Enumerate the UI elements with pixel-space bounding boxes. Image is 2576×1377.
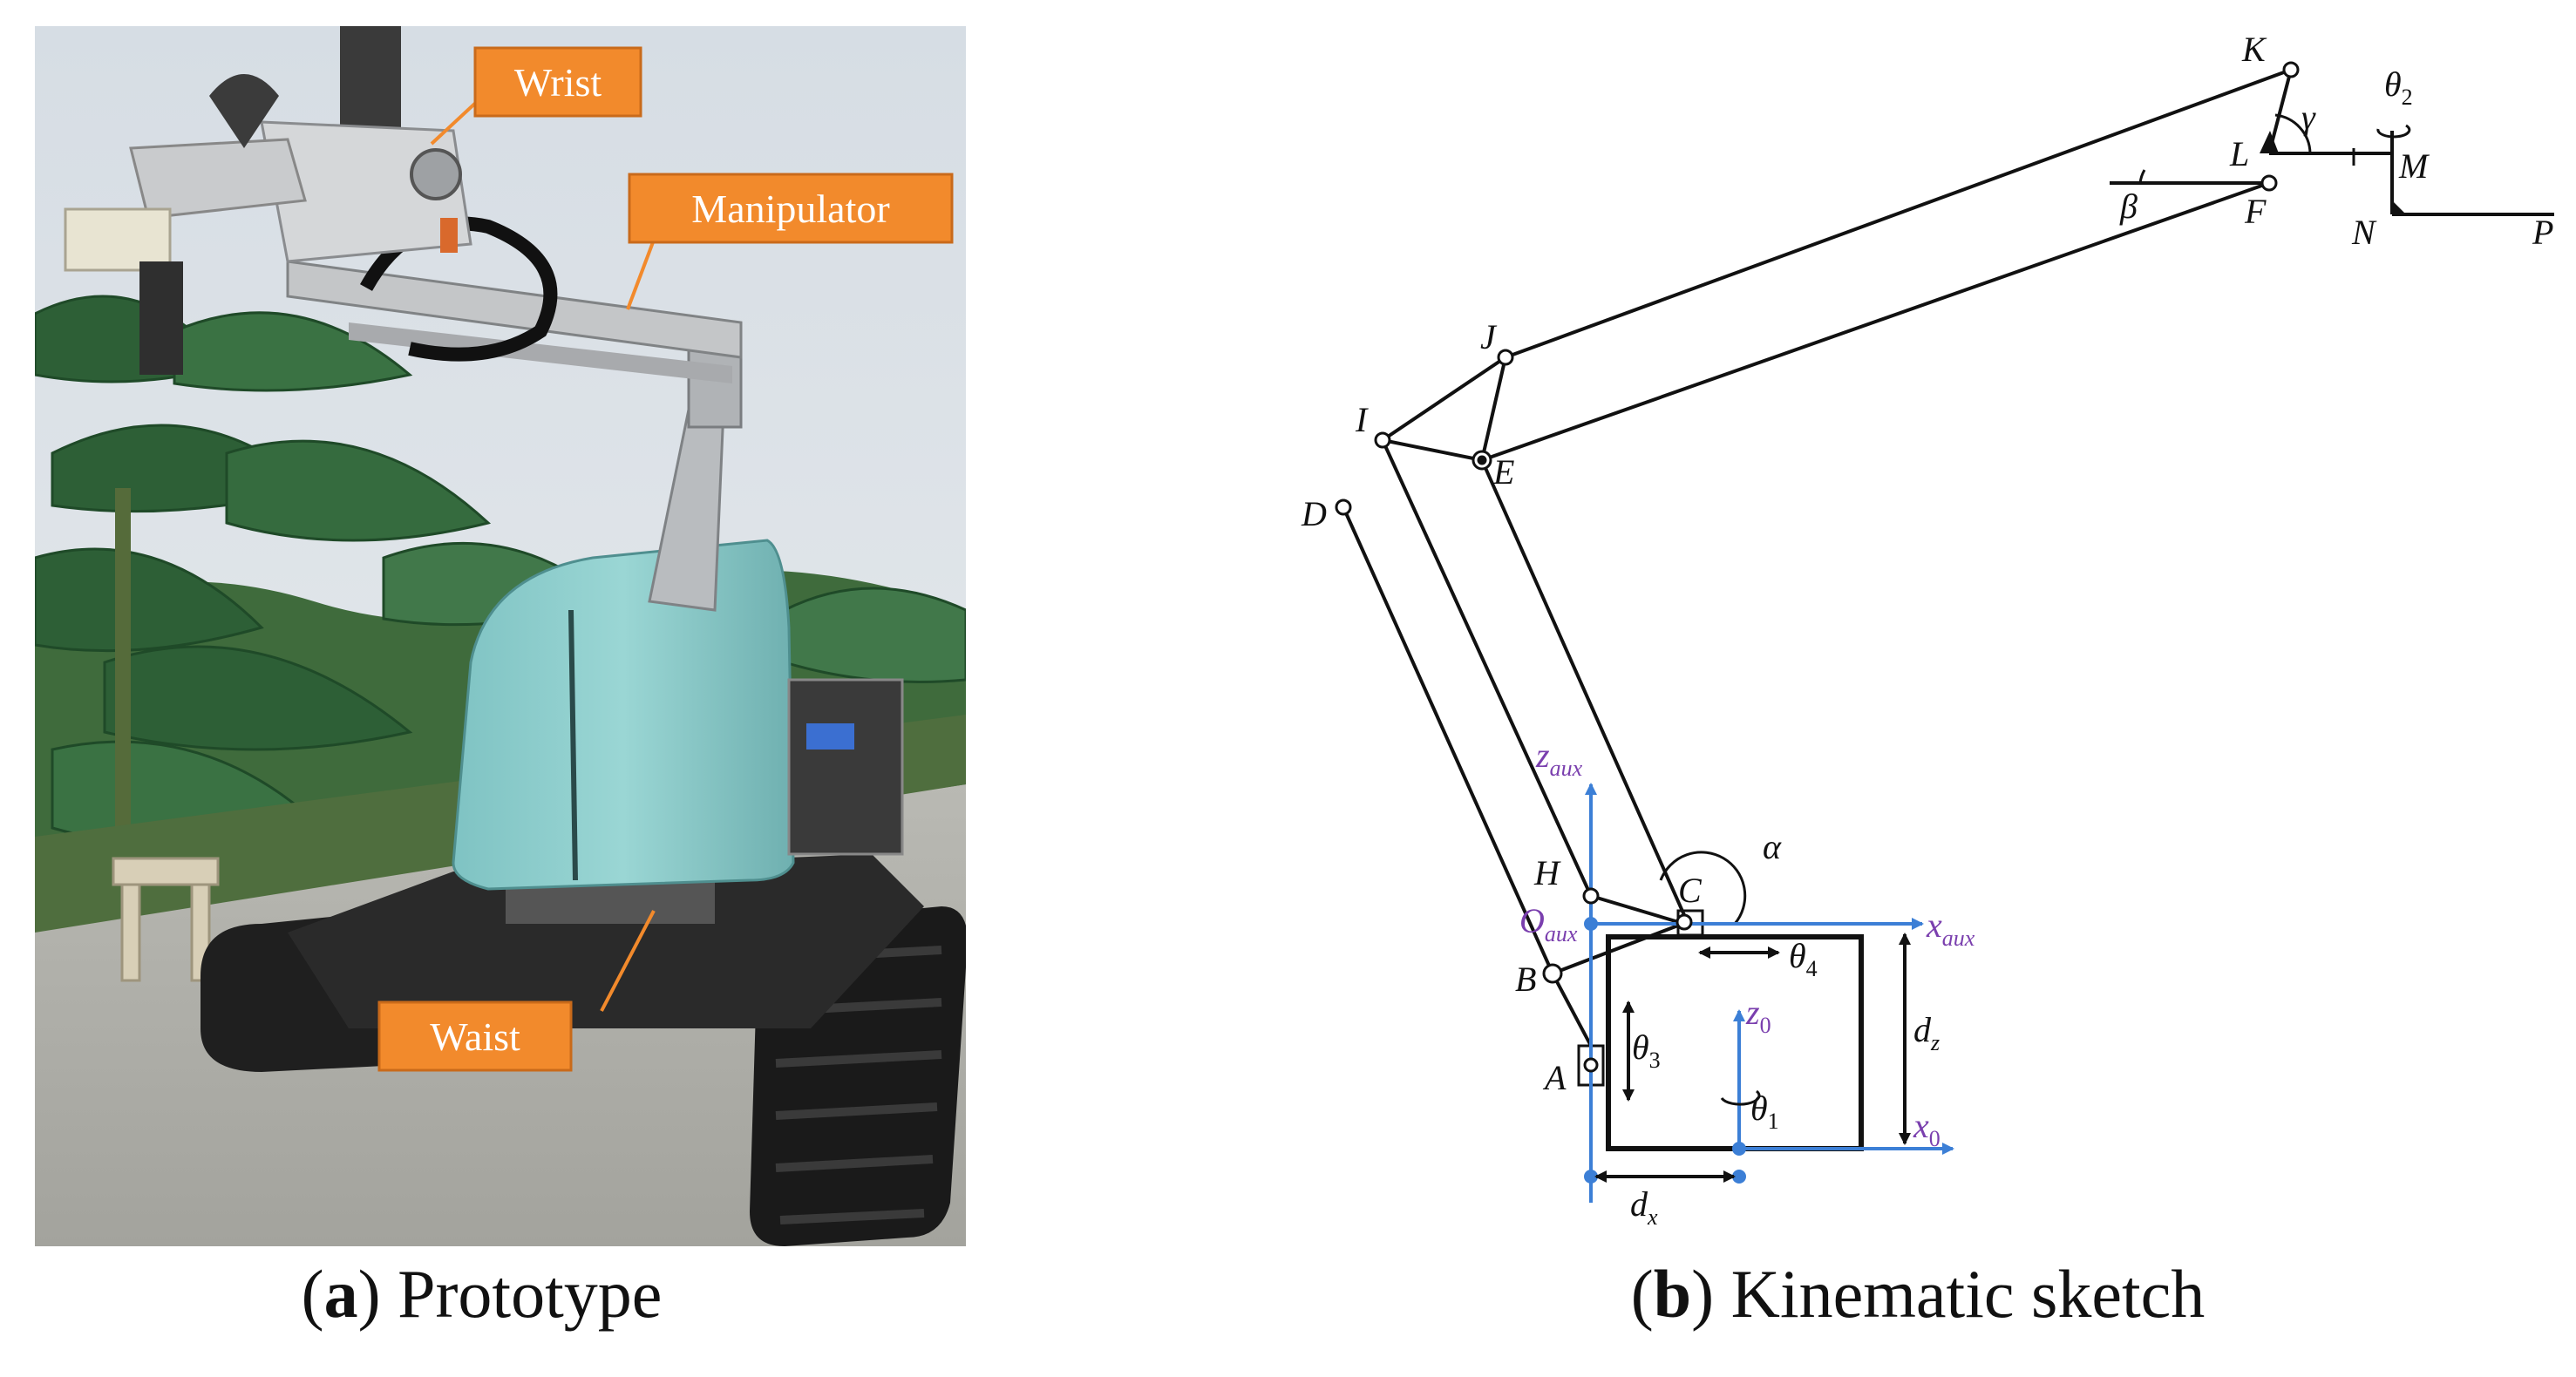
point-l: L [2229, 134, 2249, 173]
origin-0 [1732, 1142, 1746, 1156]
dz-label: dz [1913, 1010, 1940, 1055]
x-aux-label: xaux [1926, 906, 1975, 951]
theta3-label: θ3 [1632, 1028, 1661, 1073]
point-h: H [1533, 853, 1561, 892]
point-j: J [1480, 317, 1498, 356]
label-waist: Waist [377, 1001, 573, 1072]
label-wrist-text: Wrist [514, 60, 602, 105]
point-d: D [1301, 494, 1327, 533]
joint-n-fill [2392, 200, 2406, 214]
label-wrist: Wrist [473, 46, 642, 118]
angle-gamma: γ [2301, 98, 2316, 137]
label-manipulator: Manipulator [628, 173, 954, 244]
caption-prototype: (a) Prototype [301, 1256, 663, 1332]
gamma-arc [2274, 113, 2312, 154]
beta-arc [2138, 169, 2146, 184]
alpha-arc [1659, 851, 1747, 925]
caption-a-text: Prototype [380, 1256, 663, 1332]
caption-b-text: Kinematic sketch [1714, 1256, 2206, 1332]
dx-label: dx [1630, 1184, 1658, 1230]
angle-alpha: α [1763, 827, 1782, 866]
point-k: K [2241, 30, 2267, 69]
x0-label: x0 [1913, 1106, 1940, 1151]
label-manipulator-text: Manipulator [691, 187, 889, 231]
point-a: A [1542, 1058, 1567, 1097]
theta1-rot [1720, 1089, 1761, 1106]
origin-aux [1584, 917, 1598, 931]
boom [286, 260, 743, 359]
joint-l-fill [2260, 131, 2279, 153]
chassis [288, 854, 924, 1028]
control-box [787, 678, 904, 856]
joint-circles [1335, 61, 2300, 1073]
point-p: P [2532, 213, 2553, 252]
z-aux-label: zaux [1535, 736, 1583, 781]
label-waist-text: Waist [430, 1014, 520, 1059]
end-effector [64, 26, 472, 375]
dx-end-2 [1732, 1170, 1746, 1184]
theta4-label: θ4 [1789, 936, 1818, 981]
theta1-label: θ1 [1750, 1089, 1779, 1134]
theta2-rot [2376, 124, 2411, 139]
frame-axes [1585, 783, 1954, 1203]
prototype-photo: Wrist Manipulator Waist [35, 26, 966, 1246]
teal-housing [452, 539, 795, 891]
linkage-lines [1342, 68, 2554, 1047]
housing-seam [568, 609, 578, 881]
o-aux-label: Oaux [1519, 901, 1578, 946]
point-i: I [1355, 400, 1369, 439]
point-c: C [1678, 871, 1703, 910]
boom-lower [349, 322, 732, 383]
dx-end [1584, 1170, 1598, 1184]
point-f: F [2244, 192, 2267, 231]
point-n: N [2351, 213, 2377, 252]
caption-b-letter: b [1653, 1256, 1692, 1332]
control-screen [806, 723, 854, 750]
dimension-arrows [1594, 933, 1911, 1183]
angle-beta: β [2119, 187, 2138, 226]
caption-a-letter: a [323, 1256, 358, 1332]
caption-kinematic-sketch: (b) Kinematic sketch [1630, 1256, 2206, 1332]
z0-label: z0 [1745, 993, 1771, 1038]
point-m: M [2398, 146, 2430, 186]
theta2-label: θ2 [2384, 64, 2413, 110]
point-e: E [1492, 452, 1514, 492]
kinematic-sketch: K L M N P F J I E D H C B A α β γ θ1 θ2 … [1301, 30, 2554, 1230]
point-b: B [1515, 960, 1536, 999]
